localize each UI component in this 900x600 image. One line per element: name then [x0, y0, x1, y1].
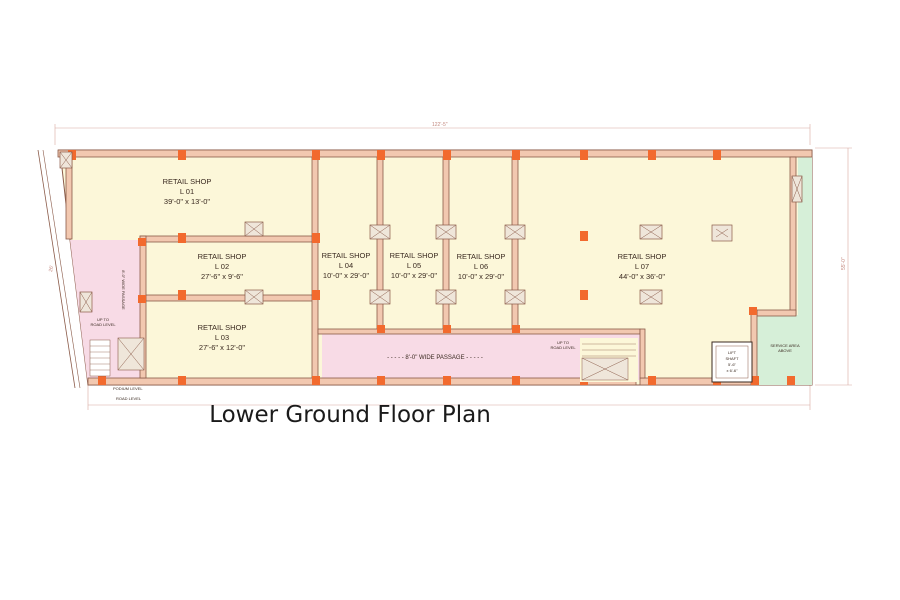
left-up-label-1: UP TO	[97, 317, 109, 322]
side-passage-label: 8'-0" WIDE PASSAGE	[121, 270, 126, 310]
shop-l01-label: RETAIL SHOP L 01 39'-0" x 13'-0"	[163, 177, 212, 206]
lift-shaft	[711, 341, 753, 383]
right-up-label-2: ROAD LEVEL	[550, 345, 576, 350]
shop-l02-label: RETAIL SHOP L 02 27'-6" x 9'-6"	[198, 252, 247, 281]
svg-text:L 05: L 05	[407, 261, 421, 270]
svg-text:RETAIL SHOP: RETAIL SHOP	[198, 252, 247, 261]
svg-text:L 07: L 07	[635, 262, 649, 271]
service-label-2: ABOVE	[778, 348, 792, 353]
left-slanted-edge: 26'	[37, 149, 81, 389]
service-label-1: SERVICE AREA	[770, 343, 800, 348]
podium-level-label: PODIUM LEVEL	[113, 386, 143, 391]
right-dimension-line: 55'-0"	[815, 147, 852, 386]
svg-text:L 04: L 04	[339, 261, 353, 270]
svg-text:10'-0" x 29'-0": 10'-0" x 29'-0"	[323, 271, 369, 280]
svg-text:RETAIL SHOP: RETAIL SHOP	[163, 177, 212, 186]
lift-label-1: LIFT	[728, 350, 737, 355]
shop-l07-label: RETAIL SHOP L 07 44'-0" x 36'-0"	[618, 252, 667, 281]
overall-depth-label: 55'-0"	[841, 257, 847, 270]
column-details	[59, 151, 803, 313]
outer-walls	[57, 149, 813, 386]
left-up-label-2: ROAD LEVEL	[90, 322, 116, 327]
shop-l05-label: RETAIL SHOP L 05 10'-0" x 29'-0"	[390, 251, 439, 280]
svg-text:L 03: L 03	[215, 333, 229, 342]
side-dimension-label: 26'	[48, 265, 55, 273]
svg-text:RETAIL SHOP: RETAIL SHOP	[198, 323, 247, 332]
svg-text:RETAIL SHOP: RETAIL SHOP	[457, 252, 506, 261]
plan-title: Lower Ground Floor Plan	[0, 402, 700, 428]
svg-text:10'-0" x 29'-0": 10'-0" x 29'-0"	[391, 271, 437, 280]
right-up-label-1: UP TO	[557, 340, 569, 345]
bottom-dimension-line	[87, 385, 811, 410]
main-passage-label: - - - - - 8'-0" WIDE PASSAGE - - - - -	[387, 355, 483, 361]
lift-label-2: SHAFT	[725, 356, 739, 361]
shop-l04-label: RETAIL SHOP L 04 10'-0" x 29'-0"	[322, 251, 371, 280]
lift-label-4: x 6'-6"	[726, 368, 738, 373]
overall-width-label: 122'-5"	[432, 122, 448, 128]
svg-text:RETAIL SHOP: RETAIL SHOP	[322, 251, 371, 260]
svg-text:10'-0" x 29'-0": 10'-0" x 29'-0"	[458, 272, 504, 281]
svg-text:L 06: L 06	[474, 262, 488, 271]
lift-label-3: 5'-6"	[728, 362, 737, 367]
left-stair	[89, 337, 145, 377]
svg-text:27'-6" x 12'-0": 27'-6" x 12'-0"	[199, 343, 245, 352]
svg-text:RETAIL SHOP: RETAIL SHOP	[618, 252, 667, 261]
shop-l06-label: RETAIL SHOP L 06 10'-0" x 29'-0"	[457, 252, 506, 281]
svg-text:44'-0" x 36'-0": 44'-0" x 36'-0"	[619, 272, 665, 281]
road-level-label: ROAD LEVEL	[116, 396, 142, 401]
svg-text:27'-6" x 9'-6": 27'-6" x 9'-6"	[201, 272, 243, 281]
top-dimension-line: 122'-5"	[54, 122, 811, 145]
svg-text:RETAIL SHOP: RETAIL SHOP	[390, 251, 439, 260]
svg-text:L 01: L 01	[180, 187, 194, 196]
service-area	[757, 150, 812, 385]
shop-l03-label: RETAIL SHOP L 03 27'-6" x 12'-0"	[198, 323, 247, 352]
svg-text:L 02: L 02	[215, 262, 229, 271]
svg-text:39'-0" x 13'-0": 39'-0" x 13'-0"	[164, 197, 210, 206]
right-stair	[580, 338, 638, 382]
plan-title-text: Lower Ground Floor Plan	[209, 402, 491, 428]
